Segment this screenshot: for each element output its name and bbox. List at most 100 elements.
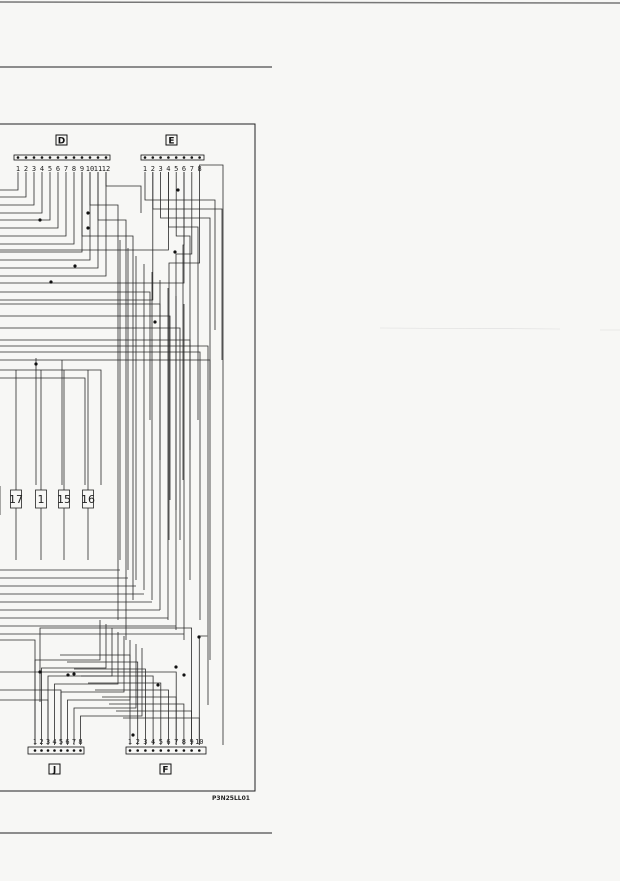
fuse-label: 16: [81, 493, 95, 506]
connector-F-pin-2: [136, 749, 139, 752]
wire: [81, 172, 134, 600]
wire: [41, 624, 107, 745]
connector-E-pin-label: 5: [174, 165, 178, 173]
connector-E-pin-3: [159, 156, 162, 159]
wire: [105, 172, 142, 213]
connector-E-pin-6: [182, 156, 186, 159]
wire: [74, 668, 146, 745]
connector-D-pin-label: 11: [94, 165, 102, 173]
wire: [0, 172, 169, 251]
connector-J-pin-1: [33, 749, 37, 752]
connector-E-pin-label: 7: [190, 165, 194, 173]
wire-junction: [34, 362, 38, 366]
wire: [0, 172, 27, 198]
connector-E-pin-2: [151, 156, 155, 159]
connector-J-pin-4: [53, 749, 56, 752]
wire: [47, 628, 113, 745]
wire: [198, 635, 208, 745]
wire-junction: [173, 250, 177, 254]
connector-J-letter: J: [52, 766, 56, 776]
connector-F-pin-5: [159, 749, 163, 752]
connector-E-letter: E: [168, 137, 174, 147]
wire: [0, 172, 51, 221]
wire-junction: [38, 218, 42, 222]
fuse-17: 17: [9, 370, 23, 560]
scan-mark: [379, 327, 561, 330]
connector-D-pin-3: [32, 156, 36, 159]
wire: [73, 644, 137, 745]
diagram-frame: [0, 123, 256, 792]
wire: [160, 172, 211, 390]
wire: [144, 172, 216, 330]
wire: [0, 639, 36, 745]
wire: [0, 359, 211, 660]
wire: [0, 172, 91, 261]
connector-D-pin-6: [56, 156, 60, 159]
wire-bundle: [0, 164, 224, 745]
wire-junction: [86, 226, 90, 230]
wire-junction: [38, 670, 42, 674]
wire-junction: [176, 188, 180, 192]
connector-D-pin-10: [88, 156, 92, 159]
connector-D-tag: D: [55, 134, 68, 147]
connector-E-pin-label: 3: [158, 165, 162, 173]
wire: [0, 172, 43, 214]
wire-junction: [182, 673, 186, 677]
connector-F-pin-3: [144, 749, 147, 752]
connector-D-pin-label: 2: [24, 165, 28, 173]
wire: [54, 632, 119, 745]
wire-junctions: [34, 188, 201, 737]
connector-D-pin-11: [96, 156, 100, 159]
connector-D-pin-label: 3: [32, 165, 36, 173]
connector-D-pin-label: 10: [86, 165, 94, 173]
page-top-edge: [0, 1, 620, 4]
wire: [0, 369, 102, 485]
connector-J-tag: J: [48, 763, 61, 776]
fuse-row: 17 1 15 16: [0, 370, 95, 560]
connector-D-pin-label: 12: [102, 165, 110, 173]
connector-D-pin-label: 5: [48, 165, 52, 173]
connector-E-pin-8: [198, 156, 201, 159]
wire: [0, 172, 19, 191]
wire-junction: [153, 320, 157, 324]
connector-D-pin-7: [64, 156, 68, 159]
wire: [0, 671, 177, 745]
connector-F-pin-1: [128, 749, 132, 752]
wire: [95, 689, 169, 745]
wire: [0, 172, 83, 253]
connector-J-pin-8: [79, 749, 82, 752]
wire: [89, 172, 119, 620]
connector-D-pin-label: 8: [72, 165, 76, 173]
connector-D-pin-1: [16, 156, 20, 159]
fuse-15: 15: [57, 370, 71, 560]
fuse-label: 1: [38, 493, 45, 506]
wire: [0, 345, 209, 705]
connector-D-pin-2: [24, 156, 28, 159]
wire: [0, 172, 154, 301]
connector-E-pin-7: [190, 156, 194, 159]
connector-F-pin-9: [190, 749, 193, 752]
fuse-label: 17: [9, 493, 23, 506]
connector-E-tag: E: [165, 134, 178, 147]
connector-D-pin-4: [40, 156, 44, 159]
wire: [0, 699, 49, 745]
wire: [0, 689, 62, 745]
wire: [0, 315, 171, 500]
connector-E-pin-label: 4: [166, 165, 170, 173]
wire: [80, 648, 143, 745]
wire: [0, 172, 35, 206]
connector-J-pin-7: [72, 749, 76, 752]
wire: [39, 627, 192, 745]
wire: [88, 682, 162, 745]
connector-D-pin-9: [80, 156, 84, 159]
wire-junction: [66, 673, 70, 677]
wire-junction: [73, 264, 77, 268]
wire: [0, 172, 67, 237]
wire: [0, 339, 191, 580]
connector-F-pin-7: [174, 749, 178, 752]
connector-D-pin-12: [104, 156, 108, 159]
wire: [199, 164, 224, 745]
wire: [0, 291, 151, 420]
